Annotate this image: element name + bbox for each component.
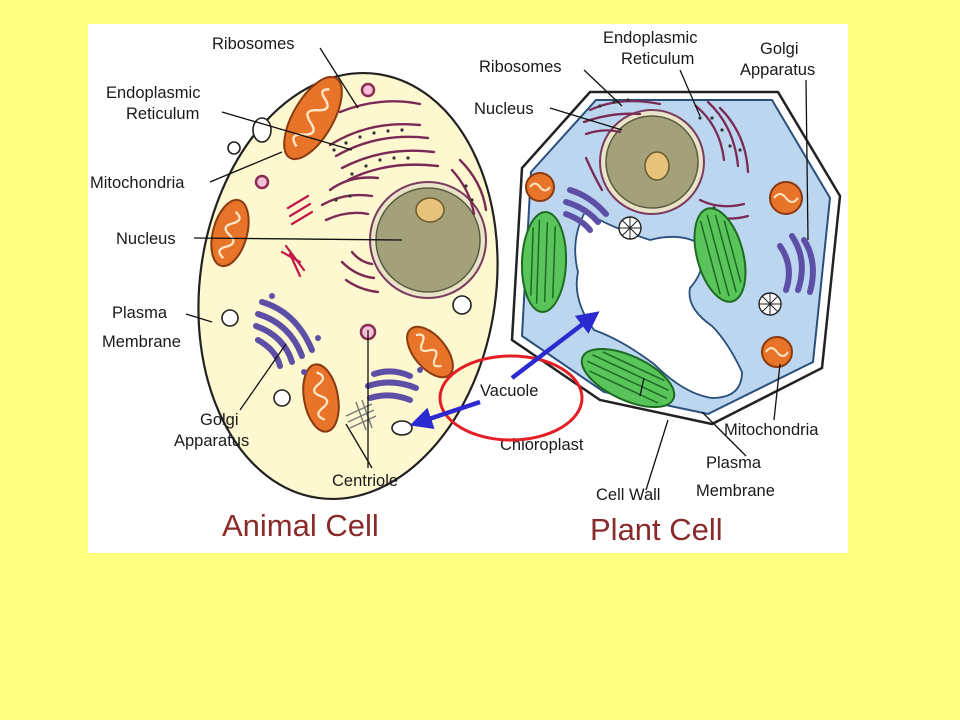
- animal-golgi-apparatus: [253, 293, 423, 403]
- label-centriole: Centriole: [332, 472, 398, 490]
- label-er-plant-1: Endoplasmic: [603, 29, 697, 47]
- animal-ribosomes: [332, 128, 474, 202]
- plant-nucleolus: [644, 151, 670, 181]
- animal-leader-lines: [185, 47, 403, 469]
- label-golgi-plant-1: Golgi: [760, 40, 799, 58]
- vacuole-highlight-ellipse: [438, 354, 584, 442]
- label-golgi-plant-2: Apparatus: [740, 61, 815, 79]
- animal-plasma-membrane: [197, 71, 499, 501]
- arrow-to-animal-vacuole: [409, 399, 481, 429]
- label-er-animal-1: Endoplasmic: [106, 84, 200, 102]
- plant-nucleus: [599, 109, 705, 215]
- label-golgi-animal-2: Apparatus: [174, 432, 249, 450]
- label-plasma-plant-1: Plasma: [706, 454, 762, 472]
- label-cell-wall: Cell Wall: [596, 486, 660, 504]
- label-nucleus-animal: Nucleus: [116, 230, 176, 248]
- label-ribosomes-plant: Ribosomes: [479, 58, 562, 76]
- label-mitochondria-animal: Mitochondria: [90, 174, 185, 192]
- animal-vesicles: [221, 117, 472, 436]
- animal-endoplasmic-reticulum: [320, 100, 488, 294]
- label-er-animal-2: Reticulum: [126, 105, 199, 123]
- label-mitochondria-plant: Mitochondria: [724, 421, 819, 439]
- plant-peroxisomes: [618, 216, 782, 316]
- arrow-to-plant-vacuole: [510, 311, 600, 380]
- plant-cell: Endoplasmic Reticulum Ribosomes Golgi Ap…: [474, 29, 842, 547]
- animal-cytoskeleton-fibers: [280, 194, 314, 278]
- label-plasma-animal-2: Membrane: [102, 333, 181, 351]
- animal-nucleolus: [415, 197, 445, 223]
- label-nucleus-plant: Nucleus: [474, 100, 534, 118]
- title-plant-cell: Plant Cell: [590, 512, 723, 547]
- animal-nucleus: [369, 181, 487, 299]
- animal-cell: Ribosomes Endoplasmic Reticulum Mitochon…: [90, 35, 499, 543]
- label-vacuole: Vacuole: [480, 382, 538, 400]
- plant-golgi-apparatus: [563, 187, 816, 295]
- plant-leader-lines: [549, 69, 809, 491]
- label-golgi-animal-1: Golgi: [200, 411, 239, 429]
- label-er-plant-2: Reticulum: [621, 50, 694, 68]
- plant-mitochondria: [525, 172, 803, 368]
- animal-mitochondria: [210, 75, 454, 433]
- plant-chloroplasts: [520, 207, 747, 409]
- title-animal-cell: Animal Cell: [222, 508, 379, 543]
- label-plasma-animal-1: Plasma: [112, 304, 168, 322]
- label-plasma-plant-2: Membrane: [696, 482, 775, 500]
- label-ribosomes-animal: Ribosomes: [212, 35, 295, 53]
